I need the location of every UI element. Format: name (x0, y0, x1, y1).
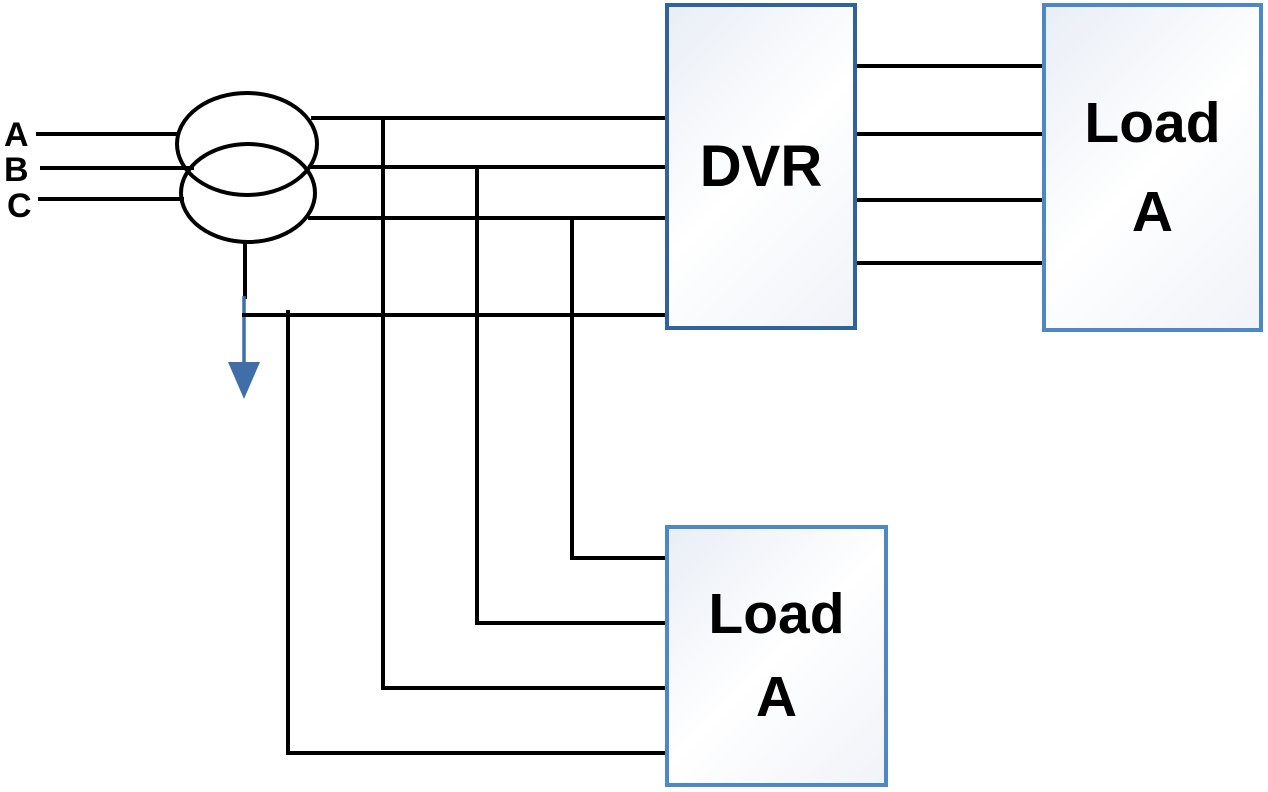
dvr-block-label: DVR (699, 134, 823, 199)
phase-a-tap-to-bottom-load-wire (381, 118, 669, 690)
phase-label-b: B (4, 151, 29, 189)
dvr-block: DVR (665, 3, 857, 330)
phase-b-tap-to-bottom-load-wire (475, 167, 669, 625)
phase-label-a: A (4, 116, 29, 154)
transformer-secondary-coil-icon (179, 142, 317, 244)
phase-c-tap-to-bottom-load-wire (570, 218, 669, 560)
load-a-right-label-line2: A (1131, 179, 1174, 244)
load-a-bottom-label-line2: A (755, 665, 798, 729)
ground-arrow-icon (228, 362, 260, 399)
transformer-primary-coil-icon (175, 91, 319, 197)
load-a-bottom-label-line1: Load (708, 582, 845, 647)
load-a-bottom-block: Load A (665, 525, 888, 787)
load-a-right-block: Load A (1042, 3, 1263, 332)
neutral-tap-to-bottom-load-wire (286, 310, 669, 755)
load-a-right-label-line1: Load (1084, 91, 1221, 156)
phase-label-c: C (7, 187, 32, 225)
